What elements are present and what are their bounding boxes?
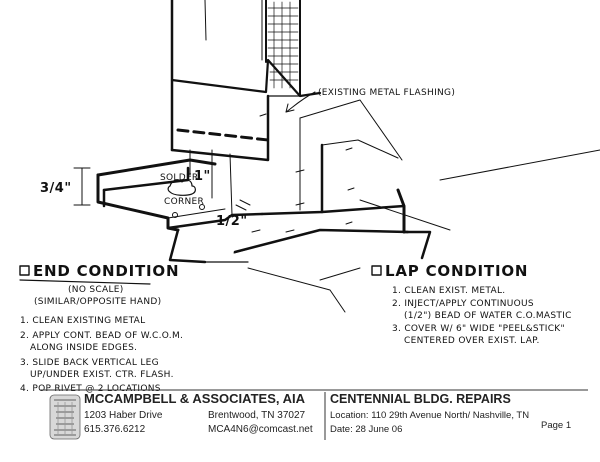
lap-condition-bullet <box>371 265 382 276</box>
project-location: Location: 110 29th Avenue North/ Nashvil… <box>330 410 529 421</box>
solder-corner-label-2: CORNER <box>164 197 204 207</box>
dim-one-label: 1" <box>194 169 211 184</box>
dimension-three-quarter: 3/4" <box>40 167 91 206</box>
end-step-2-cont: ALONG INSIDE EDGES. <box>30 343 137 353</box>
lap-condition-notes: LAP CONDITION 1. CLEAN EXIST. METAL. 2. … <box>371 262 572 346</box>
end-step-3: 3. SLIDE BACK VERTICAL LEG <box>20 358 159 368</box>
lap-condition-title: LAP CONDITION <box>385 262 528 280</box>
end-step-2: 2. APPLY CONT. BEAD OF W.C.O.M. <box>20 331 183 341</box>
project-date: Date: 28 June 06 <box>330 424 402 435</box>
firm-phone: 615.376.6212 <box>84 424 146 435</box>
end-condition-notes: END CONDITION (NO SCALE) (SIMILAR/OPPOSI… <box>19 262 183 394</box>
dimension-one-inch: 1" <box>194 149 213 199</box>
firm-logo <box>49 394 81 440</box>
existing-flashing-label: (EXISTING METAL FLASHING) <box>318 88 455 98</box>
existing-wall <box>170 0 301 152</box>
hatched-column <box>265 0 301 96</box>
page-number: Page 1 <box>541 420 571 431</box>
end-condition-title: END CONDITION <box>33 262 179 280</box>
dim-one-half-label: 1/2" <box>216 214 248 229</box>
end-step-1: 1. CLEAN EXISTING METAL <box>20 316 145 326</box>
lap-step-3-cont: CENTERED OVER EXIST. LAP. <box>404 336 540 346</box>
end-step-4: 4. POP RIVET @ 2 LOCATIONS <box>20 384 161 394</box>
existing-flashing-callout: (EXISTING METAL FLASHING) <box>285 88 455 113</box>
firm-email: MCA4N6@comcast.net <box>208 424 313 435</box>
end-condition-scale: (NO SCALE) <box>68 285 124 295</box>
end-step-3-cont: UP/UNDER EXIST. CTR. FLASH. <box>30 370 174 380</box>
lap-step-2-cont: (1/2") BEAD OF WATER C.O.MASTIC <box>404 311 572 321</box>
lap-condition-piece <box>299 99 432 281</box>
end-condition-bullet <box>19 265 30 276</box>
title-block: MCCAMPBELL & ASSOCIATES, AIA 1203 Haber … <box>40 389 588 440</box>
lap-step-2: 2. INJECT/APPLY CONTINUOUS <box>392 299 534 309</box>
lap-step-3: 3. COVER W/ 6" WIDE "PEEL&STICK" <box>392 324 565 334</box>
firm-name: MCCAMPBELL & ASSOCIATES, AIA <box>84 391 306 406</box>
lap-step-1: 1. CLEAN EXIST. METAL. <box>392 286 505 296</box>
end-condition-hand-note: (SIMILAR/OPPOSITE HAND) <box>34 297 161 307</box>
dim-three-quarter-label: 3/4" <box>40 181 72 196</box>
project-title: CENTENNIAL BLDG. REPAIRS <box>330 392 511 406</box>
solder-corner-label: SOLDER <box>160 173 198 183</box>
end-condition-piece <box>96 158 264 232</box>
firm-city: Brentwood, TN 37027 <box>208 410 306 421</box>
firm-address: 1203 Haber Drive <box>84 410 163 421</box>
